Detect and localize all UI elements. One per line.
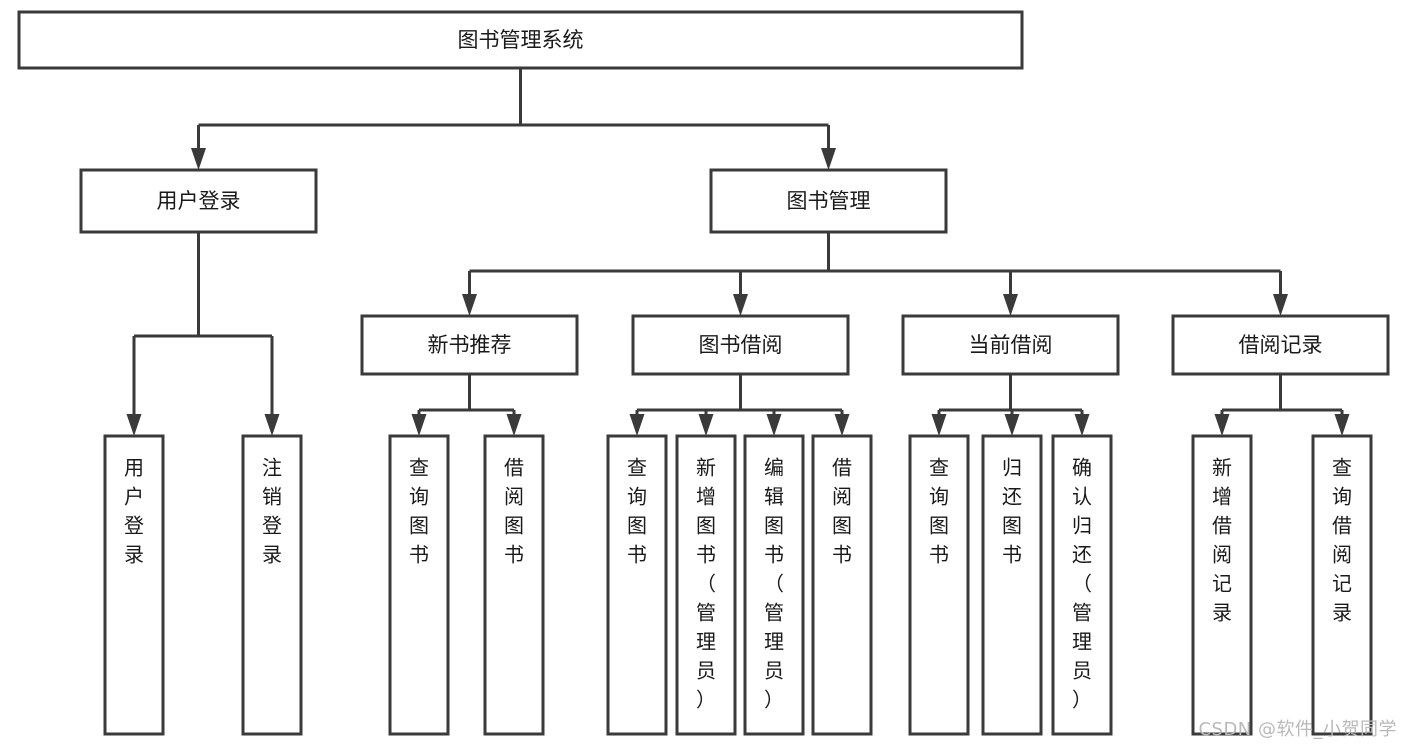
- connector-group-root: [191, 68, 836, 170]
- node-label-leaf-edit-book-admin: 编辑图书（管理员）: [764, 455, 784, 711]
- connector-group-new-book-recommend: [411, 374, 522, 436]
- node-label-leaf-add-book-admin: 新增图书（管理员）: [696, 455, 716, 711]
- node-box-borrow-record[interactable]: [1171, 314, 1390, 376]
- connector-group-current-borrow: [931, 374, 1090, 436]
- node-label-book-manage: 图书管理: [787, 189, 871, 213]
- node-book-borrow[interactable]: 图书借阅: [631, 314, 850, 376]
- node-box-leaf-confirm-return-admin[interactable]: [1051, 434, 1113, 736]
- node-box-leaf-query-book-3[interactable]: [908, 434, 970, 736]
- connector-arrowhead: [733, 294, 748, 316]
- node-leaf-add-book-admin[interactable]: 新增图书（管理员）: [675, 434, 737, 736]
- connector-group-borrow-record: [1214, 374, 1350, 436]
- node-label-new-book-recommend: 新书推荐: [428, 333, 512, 357]
- node-leaf-user-logout[interactable]: 注销登录: [241, 434, 303, 736]
- node-borrow-record[interactable]: 借阅记录: [1171, 314, 1390, 376]
- node-leaf-query-borrow-record[interactable]: 查询借阅记录: [1311, 434, 1373, 736]
- connector-layer: [126, 68, 1350, 436]
- node-box-leaf-add-book-admin[interactable]: [675, 434, 737, 736]
- node-leaf-borrow-book-2[interactable]: 借阅图书: [811, 434, 873, 736]
- node-label-leaf-return-book: 归还图书: [1002, 455, 1022, 566]
- node-label-leaf-query-book-3: 查询图书: [929, 455, 949, 566]
- connector-arrowhead: [264, 414, 280, 436]
- node-book-manage[interactable]: 图书管理: [709, 168, 948, 234]
- node-label-borrow-record: 借阅记录: [1239, 333, 1323, 357]
- node-label-leaf-query-book-1: 查询图书: [409, 455, 429, 566]
- node-box-leaf-add-borrow-record[interactable]: [1191, 434, 1253, 736]
- node-leaf-query-book-1[interactable]: 查询图书: [388, 434, 450, 736]
- node-box-leaf-borrow-book-2[interactable]: [811, 434, 873, 736]
- connector-arrowhead: [1334, 414, 1350, 436]
- connector-group-user-login: [126, 232, 280, 436]
- connector-arrowhead: [1214, 414, 1230, 436]
- node-box-user-login[interactable]: [79, 168, 318, 234]
- node-box-leaf-borrow-book-1[interactable]: [483, 434, 545, 736]
- node-label-leaf-borrow-book-1: 借阅图书: [504, 455, 524, 566]
- node-label-leaf-add-borrow-record: 新增借阅记录: [1212, 455, 1232, 624]
- node-label-leaf-query-borrow-record: 查询借阅记录: [1332, 455, 1352, 624]
- connector-arrowhead: [821, 148, 836, 170]
- node-box-leaf-user-logout[interactable]: [241, 434, 303, 736]
- connector-arrowhead: [1273, 294, 1288, 316]
- connector-arrowhead: [1004, 414, 1020, 436]
- connector-group-book-borrow: [629, 374, 850, 436]
- node-current-borrow[interactable]: 当前借阅: [901, 314, 1120, 376]
- node-root[interactable]: 图书管理系统: [17, 10, 1024, 70]
- connector-arrowhead: [698, 414, 714, 436]
- node-box-book-borrow[interactable]: [631, 314, 850, 376]
- connector-arrowhead: [1003, 294, 1018, 316]
- node-label-leaf-user-logout: 注销登录: [262, 455, 282, 566]
- node-label-leaf-query-book-2: 查询图书: [627, 455, 647, 566]
- connector-arrowhead: [126, 414, 142, 436]
- node-leaf-query-book-2[interactable]: 查询图书: [606, 434, 668, 736]
- node-label-leaf-user-login: 用户登录: [124, 455, 144, 566]
- node-label-current-borrow: 当前借阅: [969, 333, 1053, 357]
- connector-arrowhead: [506, 414, 522, 436]
- connector-arrowhead: [462, 294, 477, 316]
- node-box-leaf-return-book[interactable]: [981, 434, 1043, 736]
- node-box-leaf-query-book-1[interactable]: [388, 434, 450, 736]
- connector-arrowhead: [629, 414, 645, 436]
- connector-arrowhead: [766, 414, 782, 436]
- node-new-book-recommend[interactable]: 新书推荐: [360, 314, 579, 376]
- node-box-new-book-recommend[interactable]: [360, 314, 579, 376]
- connector-group-book-manage: [462, 232, 1288, 316]
- node-leaf-return-book[interactable]: 归还图书: [981, 434, 1043, 736]
- connector-arrowhead: [411, 414, 427, 436]
- node-layer: 图书管理系统用户登录图书管理新书推荐图书借阅当前借阅借阅记录用户登录注销登录查询…: [17, 10, 1390, 736]
- connector-arrowhead: [1074, 414, 1090, 436]
- node-leaf-user-login[interactable]: 用户登录: [103, 434, 165, 736]
- node-leaf-query-book-3[interactable]: 查询图书: [908, 434, 970, 736]
- node-label-user-login: 用户登录: [157, 189, 241, 213]
- node-leaf-borrow-book-1[interactable]: 借阅图书: [483, 434, 545, 736]
- node-label-leaf-confirm-return-admin: 确认归还（管理员）: [1072, 455, 1092, 711]
- node-label-book-borrow: 图书借阅: [699, 333, 783, 357]
- node-box-book-manage[interactable]: [709, 168, 948, 234]
- connector-arrowhead: [834, 414, 850, 436]
- node-leaf-edit-book-admin[interactable]: 编辑图书（管理员）: [743, 434, 805, 736]
- connector-arrowhead: [931, 414, 947, 436]
- node-box-leaf-query-book-2[interactable]: [606, 434, 668, 736]
- node-box-leaf-user-login[interactable]: [103, 434, 165, 736]
- node-label-leaf-borrow-book-2: 借阅图书: [832, 455, 852, 566]
- connector-arrowhead: [191, 148, 206, 170]
- node-label-root: 图书管理系统: [458, 28, 584, 52]
- node-user-login[interactable]: 用户登录: [79, 168, 318, 234]
- node-leaf-add-borrow-record[interactable]: 新增借阅记录: [1191, 434, 1253, 736]
- node-box-leaf-query-borrow-record[interactable]: [1311, 434, 1373, 736]
- node-box-current-borrow[interactable]: [901, 314, 1120, 376]
- node-box-leaf-edit-book-admin[interactable]: [743, 434, 805, 736]
- node-leaf-confirm-return-admin[interactable]: 确认归还（管理员）: [1051, 434, 1113, 736]
- node-box-root[interactable]: [17, 10, 1024, 70]
